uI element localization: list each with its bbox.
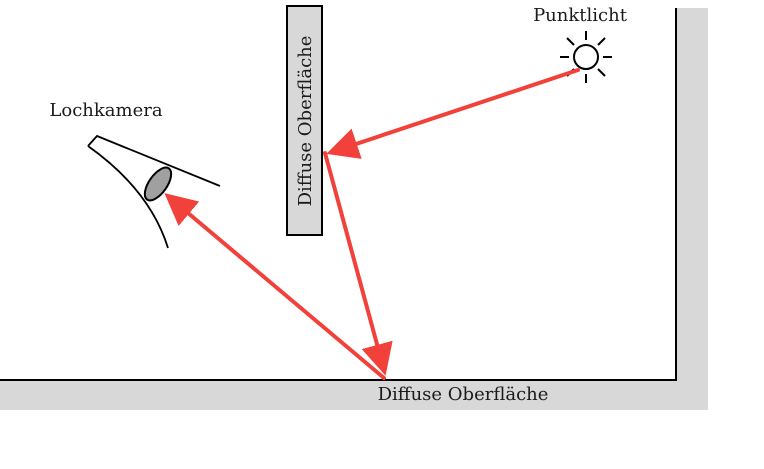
point-light-label: Punktlicht bbox=[533, 5, 628, 26]
right-wall-shade bbox=[676, 8, 708, 410]
floor-label: Diffuse Oberfläche bbox=[378, 384, 549, 405]
pinhole-camera-icon bbox=[87, 134, 221, 249]
floor-shade bbox=[0, 380, 708, 410]
room-walls bbox=[0, 8, 708, 410]
ray-light-to-panel bbox=[326, 68, 580, 159]
room-outline bbox=[0, 8, 677, 381]
light-rays bbox=[164, 68, 580, 380]
panel-rect bbox=[286, 5, 323, 236]
ray-floor-to-camera bbox=[164, 193, 386, 380]
camera-label: Lochkamera bbox=[49, 100, 162, 121]
ray-panel-to-floor bbox=[323, 151, 393, 376]
diffuse-panel: Diffuse Oberfläche bbox=[286, 5, 323, 236]
panel-label: Diffuse Oberfläche bbox=[295, 36, 316, 207]
sun-icon bbox=[560, 31, 612, 83]
